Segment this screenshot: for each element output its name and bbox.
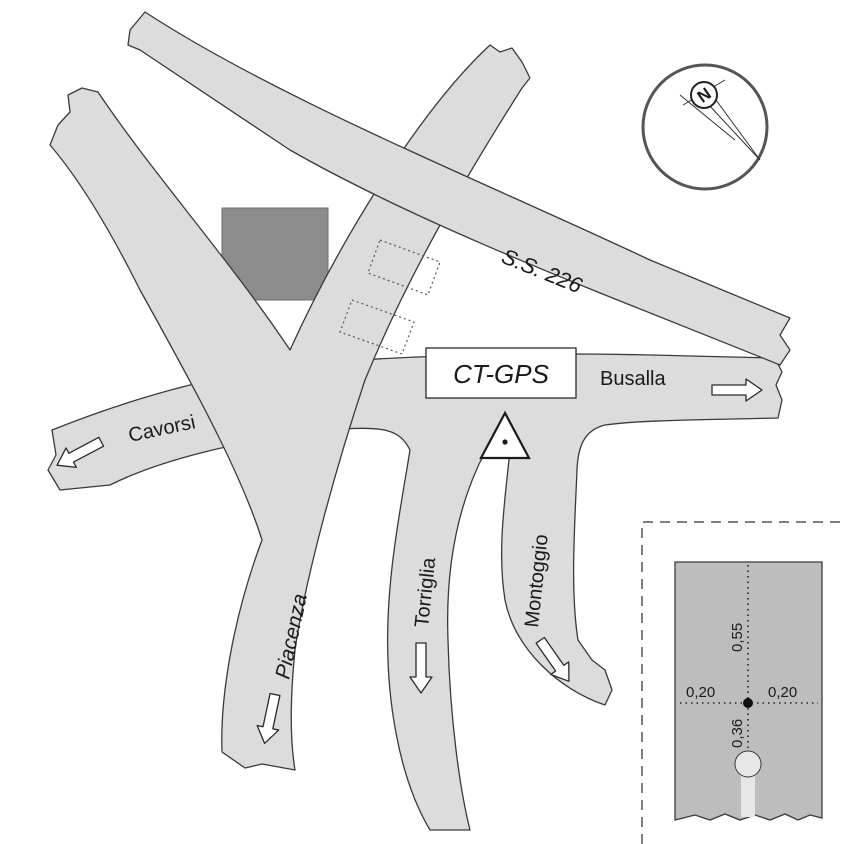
arrow-left-icon bbox=[56, 436, 105, 469]
arrow-right-icon bbox=[711, 378, 763, 402]
dim-left: 0,20 bbox=[686, 684, 715, 701]
road-cavorsi-busalla bbox=[47, 353, 783, 831]
station-label: CT-GPS bbox=[453, 359, 549, 389]
arrow-down-icon bbox=[256, 692, 281, 745]
arrow-down-icon bbox=[409, 642, 433, 694]
dim-down: 0,36 bbox=[729, 719, 746, 748]
dim-right: 0,20 bbox=[768, 684, 797, 701]
road-ss226 bbox=[127, 11, 791, 366]
benchmark-point bbox=[743, 698, 753, 708]
inset-frame bbox=[641, 521, 845, 844]
arrow-down-icon bbox=[535, 636, 570, 682]
station-point bbox=[502, 439, 508, 445]
road-piacenza bbox=[49, 44, 531, 771]
inset-detail bbox=[674, 561, 823, 821]
dim-up: 0,55 bbox=[729, 623, 746, 652]
compass-icon: N bbox=[641, 63, 769, 191]
label-busalla: Busalla bbox=[600, 368, 666, 390]
station-marker-icon bbox=[479, 410, 531, 460]
station-label-box bbox=[425, 347, 577, 399]
